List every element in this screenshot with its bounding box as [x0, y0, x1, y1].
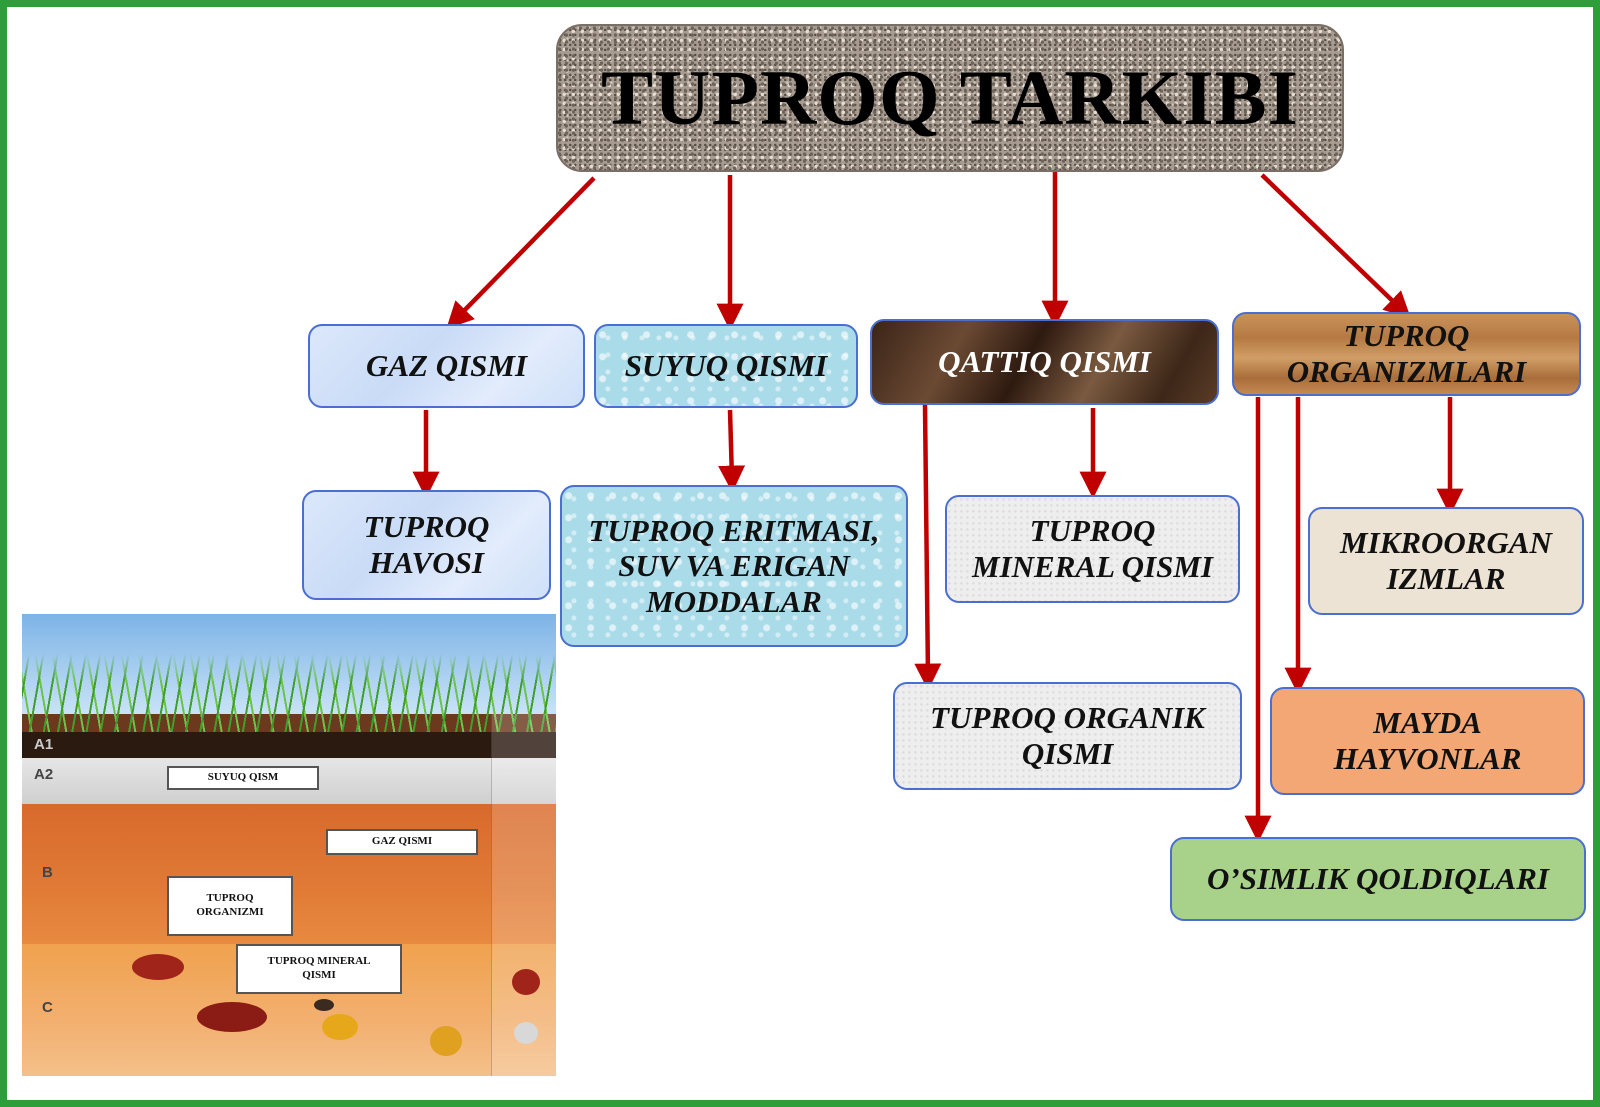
node-qattiq-qismi-label: QATTIQ QISMI	[938, 344, 1151, 380]
node-tuproq-havosi: TUPROQ HAVOSI	[302, 490, 551, 600]
layer-label-b: B	[42, 864, 53, 881]
node-tuproq-organik-qismi: TUPROQ ORGANIK QISMI	[893, 682, 1242, 790]
node-gaz-qismi: GAZ QISMI	[308, 324, 585, 408]
arrow-title-to-gaz	[446, 176, 596, 330]
rock	[430, 1026, 462, 1056]
node-tuproq-mineral-qismi-label: TUPROQ MINERAL QISMI	[972, 513, 1213, 584]
node-gaz-qismi-label: GAZ QISMI	[365, 348, 528, 384]
arrow-suyuq-to-eritmasi	[718, 409, 746, 493]
rock	[132, 954, 184, 980]
node-tuproq-mineral-qismi: TUPROQ MINERAL QISMI	[945, 495, 1240, 603]
node-tuproq-organik-qismi-label: TUPROQ ORGANIK QISMI	[930, 700, 1205, 771]
layer-label-c: C	[42, 999, 53, 1016]
arrow-title-to-organizmlar	[1260, 173, 1412, 319]
node-suyuq-qismi: SUYUQ QISMI	[594, 324, 858, 408]
node-qattiq-qismi: QATTIQ QISMI	[870, 319, 1219, 405]
node-mayda-hayvonlar: MAYDA HAYVONLAR	[1270, 687, 1585, 795]
node-mayda-hayvonlar-label: MAYDA HAYVONLAR	[1333, 705, 1522, 776]
node-osimlik-qoldiqlari: O’SIMLIK QOLDIQLARI	[1170, 837, 1586, 921]
soil-tag-organizm: TUPROQ ORGANIZMI	[167, 876, 293, 936]
rock	[514, 1022, 538, 1044]
soil-side-face	[491, 714, 556, 1076]
layer-label-a1: A1	[34, 736, 54, 753]
soil-tag-suyuq: SUYUQ QISM	[167, 766, 319, 790]
node-tuproq-organizmlari-label: TUPROQ ORGANIZMLARI	[1286, 318, 1527, 389]
rock	[197, 1002, 267, 1032]
soil-tag-mineral: TUPROQ MINERAL QISMI	[236, 944, 402, 994]
grass	[22, 654, 556, 734]
rock	[322, 1014, 358, 1040]
layer-a1	[22, 732, 556, 758]
page-title: TUPROQ TARKIBI	[556, 24, 1344, 172]
rock	[314, 999, 334, 1011]
arrow-qattiq-to-organik	[914, 404, 942, 691]
rock	[512, 969, 540, 995]
layer-label-a2: A2	[34, 766, 54, 783]
node-mikroorganizmlar: MIKROORGAN IZMLAR	[1308, 507, 1584, 615]
node-mikroorganizmlar-label: MIKROORGAN IZMLAR	[1340, 525, 1552, 596]
node-tuproq-organizmlari: TUPROQ ORGANIZMLARI	[1232, 312, 1581, 396]
node-osimlik-qoldiqlari-label: O’SIMLIK QOLDIQLARI	[1207, 861, 1549, 897]
soil-tag-gaz: GAZ QISMI	[326, 829, 478, 855]
node-suyuq-qismi-label: SUYUQ QISMI	[624, 348, 828, 384]
node-tuproq-havosi-label: TUPROQ HAVOSI	[363, 509, 490, 580]
soil-profile-illustration: A1 A2 B C SUYUQ QISM GAZ QISMI TUPROQ OR…	[22, 614, 556, 1076]
node-tuproq-eritmasi: TUPROQ ERITMASI, SUV VA ERIGAN MODDALAR	[560, 485, 908, 647]
node-tuproq-eritmasi-label: TUPROQ ERITMASI, SUV VA ERIGAN MODDALAR	[588, 512, 880, 619]
